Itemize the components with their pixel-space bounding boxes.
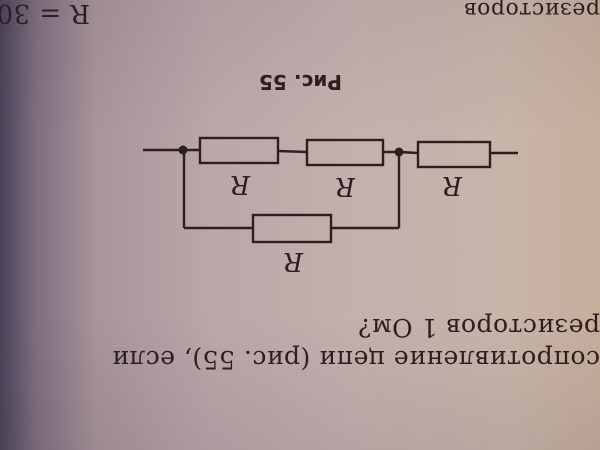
label-r4: R [283, 246, 304, 276]
resistor-r2 [305, 138, 385, 167]
resistor-r4 [251, 213, 333, 244]
wire-r2-r1 [277, 149, 308, 154]
label-r3: R [442, 170, 463, 200]
label-r1: R [230, 169, 251, 199]
junction-dot-b [178, 145, 188, 155]
resistor-r3 [416, 140, 492, 169]
label-r2: R [335, 171, 356, 201]
junction-dot-a [394, 147, 404, 157]
resistor-r1 [198, 136, 280, 165]
